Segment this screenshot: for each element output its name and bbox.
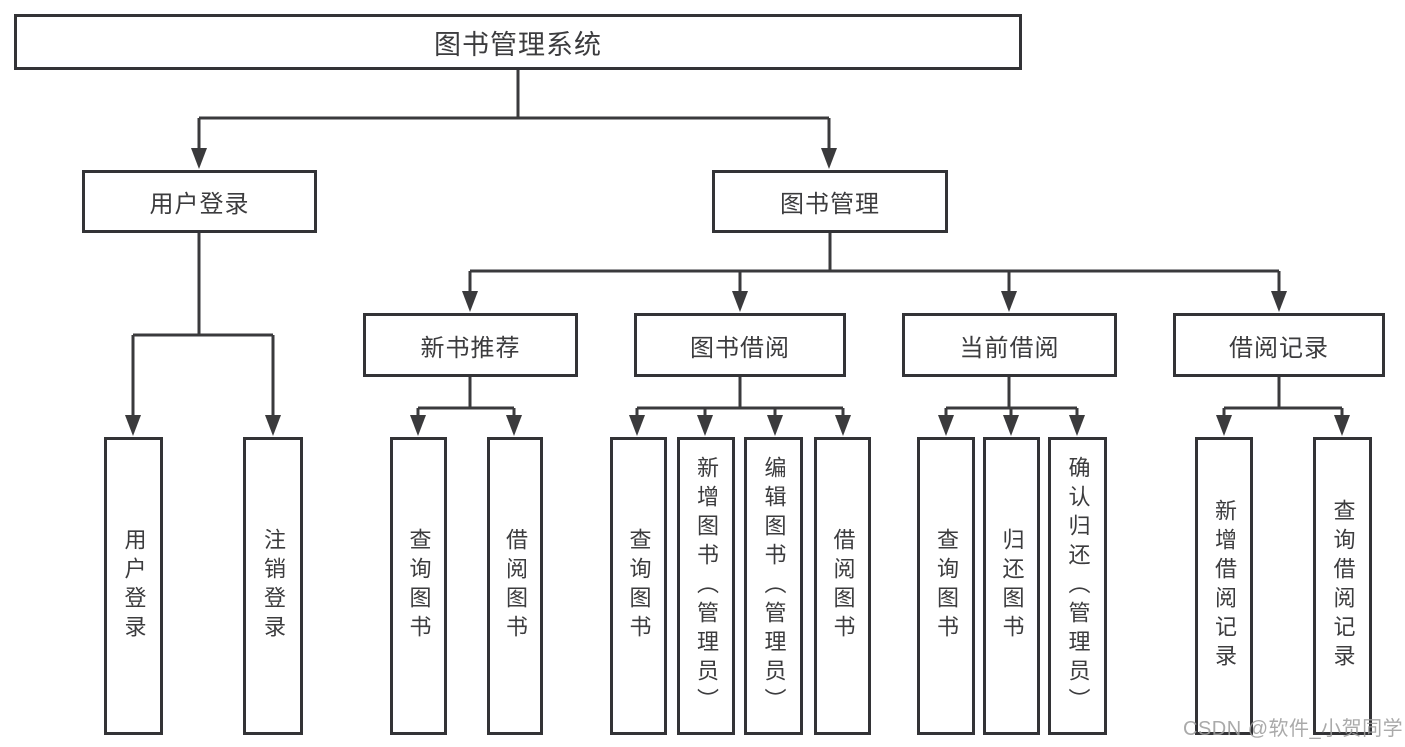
node-leaf-borrow-books-2: 借阅图书	[814, 437, 871, 735]
node-root-system: 图书管理系统	[14, 14, 1022, 70]
node-user-login-group: 用户登录	[82, 170, 317, 233]
leaf-label: 查询图书	[626, 528, 652, 644]
node-leaf-user-login: 用户登录	[104, 437, 163, 735]
leaf-label: 编辑图书（管理员）	[761, 455, 787, 717]
leaf-label: 查询图书	[934, 528, 959, 644]
tree-edges	[131, 70, 1344, 420]
node-leaf-query-books-2: 查询图书	[610, 437, 667, 735]
node-leaf-return-books: 归还图书	[983, 437, 1040, 735]
leaf-label: 用户登录	[121, 528, 147, 644]
leaf-label: 归还图书	[999, 528, 1025, 644]
node-borrow-records: 借阅记录	[1173, 313, 1385, 377]
node-book-management: 图书管理	[712, 170, 948, 233]
leaf-label: 新增借阅记录	[1212, 499, 1237, 673]
node-leaf-confirm-return-admin: 确认归还（管理员）	[1048, 437, 1107, 735]
node-leaf-edit-books-admin: 编辑图书（管理员）	[744, 437, 803, 735]
leaf-label: 借阅图书	[503, 528, 528, 644]
node-book-borrowing: 图书借阅	[634, 313, 846, 377]
arrowheads	[125, 148, 1350, 436]
leaf-label: 借阅图书	[830, 528, 856, 644]
leaf-label: 注销登录	[261, 528, 286, 644]
leaf-label: 查询图书	[406, 528, 432, 644]
node-leaf-add-books-admin: 新增图书（管理员）	[677, 437, 735, 735]
leaf-label: 确认归还（管理员）	[1065, 455, 1091, 717]
node-leaf-query-books-1: 查询图书	[390, 437, 447, 735]
node-leaf-query-books-3: 查询图书	[917, 437, 975, 735]
node-leaf-borrow-books-1: 借阅图书	[487, 437, 543, 735]
node-leaf-query-borrow-record: 查询借阅记录	[1313, 437, 1372, 735]
node-leaf-add-borrow-record: 新增借阅记录	[1195, 437, 1253, 735]
csdn-watermark: CSDN @软件_小贺同学	[1183, 718, 1404, 740]
leaf-label: 查询借阅记录	[1330, 499, 1356, 673]
node-new-book-recommend: 新书推荐	[363, 313, 578, 377]
node-current-borrowing: 当前借阅	[902, 313, 1117, 377]
leaf-label: 新增图书（管理员）	[694, 455, 719, 717]
node-leaf-logout: 注销登录	[243, 437, 303, 735]
